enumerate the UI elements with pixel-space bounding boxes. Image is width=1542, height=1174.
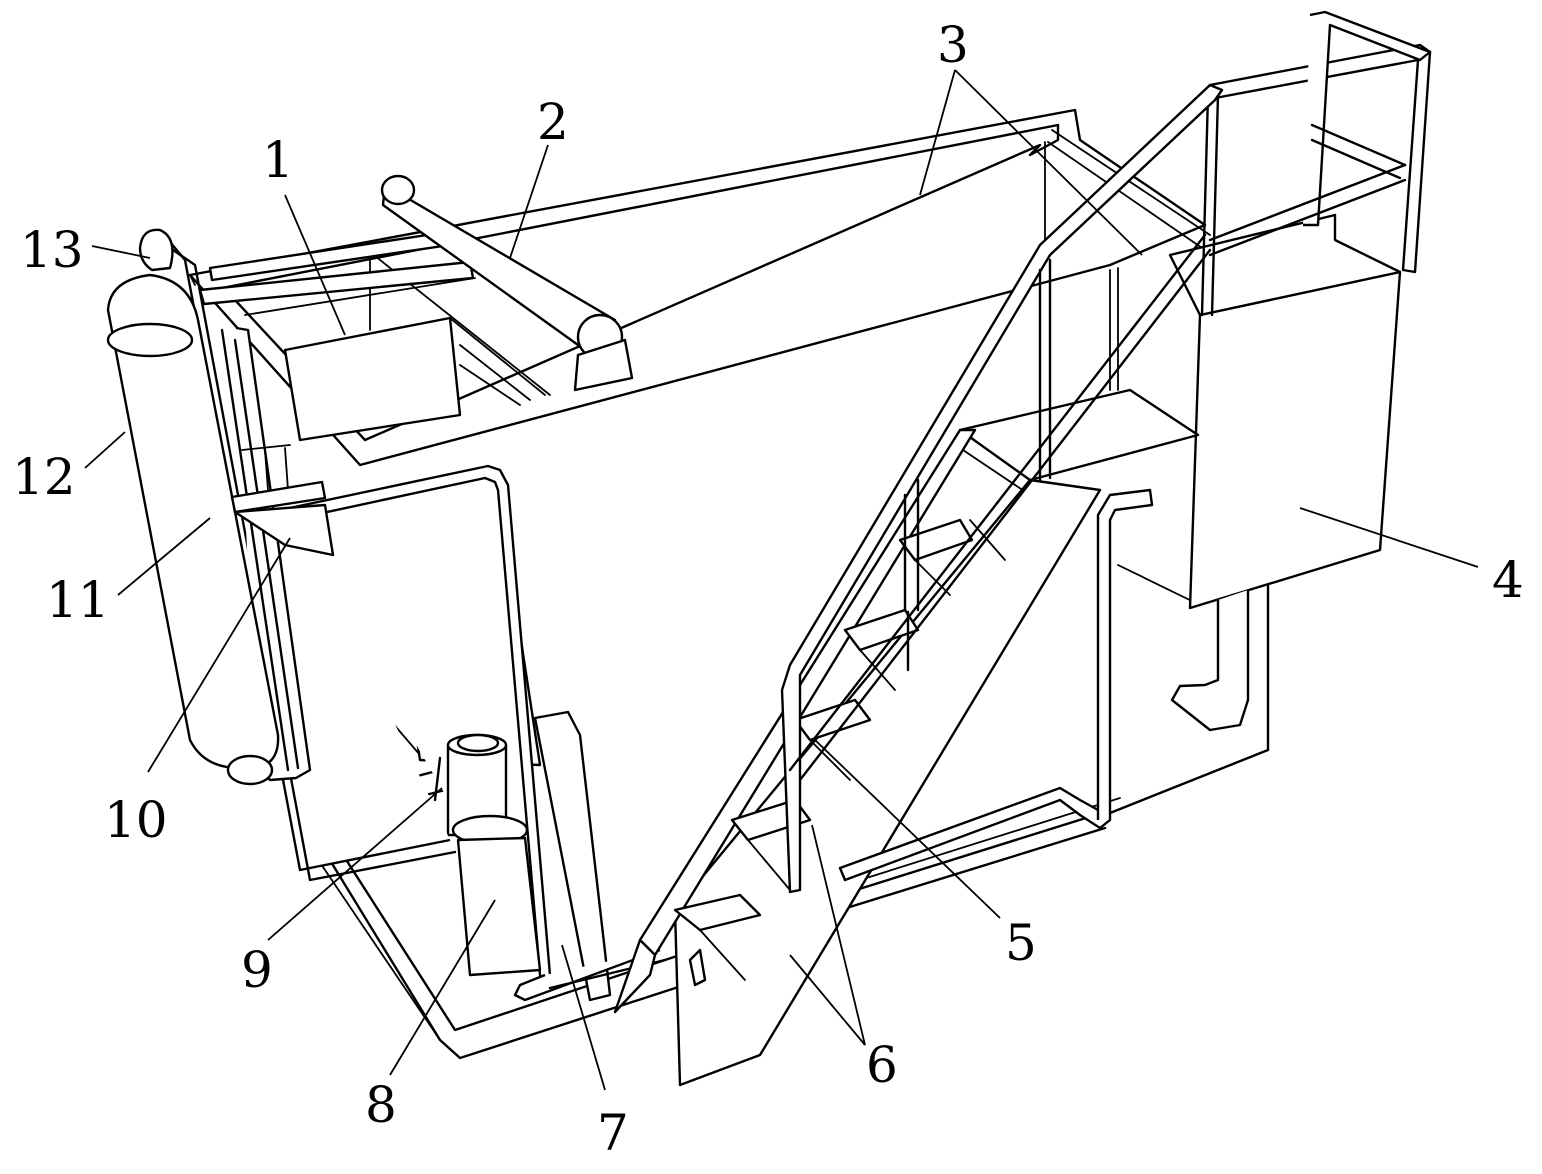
label-12: 12 bbox=[12, 448, 76, 506]
leader-12 bbox=[84, 431, 126, 469]
stair-step-3 bbox=[793, 698, 872, 742]
landing-deck bbox=[958, 388, 1200, 482]
label-6: 6 bbox=[866, 1036, 898, 1094]
label-3: 3 bbox=[937, 16, 969, 74]
label-8: 8 bbox=[365, 1076, 397, 1134]
leader-9 bbox=[267, 787, 443, 941]
callout-leaders bbox=[84, 69, 1479, 1091]
leader-5 bbox=[814, 739, 1001, 919]
platform-top bbox=[1168, 213, 1402, 317]
tank-body bbox=[106, 273, 280, 770]
inlet-box-top bbox=[283, 316, 462, 442]
mount-bracket bbox=[230, 480, 335, 557]
rail-back bbox=[1303, 10, 1432, 227]
leader-8 bbox=[389, 899, 496, 1076]
gas-tank bbox=[106, 228, 280, 786]
handrail-top bbox=[780, 83, 1224, 894]
stair-step-1 bbox=[673, 893, 762, 932]
tank-cap bbox=[138, 228, 174, 272]
label-4: 4 bbox=[1492, 551, 1524, 609]
label-13: 13 bbox=[20, 221, 84, 279]
overflow-pipe bbox=[838, 488, 1154, 882]
bracket-clamp bbox=[230, 480, 327, 514]
label-1: 1 bbox=[262, 131, 294, 189]
label-11: 11 bbox=[46, 571, 110, 629]
overflow-pipe-run bbox=[838, 488, 1154, 882]
leader-3a bbox=[919, 69, 956, 196]
top-cross-bars bbox=[198, 231, 476, 316]
label-10: 10 bbox=[104, 791, 168, 849]
tank-bottom-outlet bbox=[226, 754, 274, 786]
stair-stringer bbox=[673, 478, 1102, 1087]
stair-handrail bbox=[780, 83, 1224, 894]
pump bbox=[446, 733, 542, 977]
handrail-mid bbox=[788, 233, 1207, 772]
leader-13 bbox=[91, 245, 151, 259]
roller-end-left bbox=[380, 174, 416, 206]
platform-railing bbox=[1200, 10, 1432, 317]
leader-10 bbox=[147, 537, 291, 773]
platform-box bbox=[1188, 270, 1402, 610]
leader-6a bbox=[811, 824, 866, 1046]
pump-body bbox=[456, 836, 542, 977]
leader-2 bbox=[509, 144, 549, 259]
leader-3b bbox=[954, 69, 1143, 256]
leader-1 bbox=[284, 194, 346, 336]
stair-step-4 bbox=[843, 608, 920, 652]
drain-pipe bbox=[1170, 590, 1250, 732]
label-5: 5 bbox=[1005, 914, 1037, 972]
label-7: 7 bbox=[597, 1104, 629, 1162]
roller-support bbox=[573, 338, 634, 392]
leader-6b bbox=[789, 954, 866, 1046]
partition-base bbox=[533, 710, 612, 1002]
label-2: 2 bbox=[537, 93, 569, 151]
leader-4 bbox=[1299, 507, 1479, 568]
leader-11 bbox=[117, 517, 211, 596]
bracket-plate bbox=[233, 503, 335, 557]
label-9: 9 bbox=[241, 941, 273, 999]
roller-drum bbox=[380, 174, 634, 392]
base-rail-right bbox=[838, 810, 1107, 897]
stairway bbox=[613, 428, 1102, 1087]
leader-7 bbox=[561, 944, 606, 1091]
